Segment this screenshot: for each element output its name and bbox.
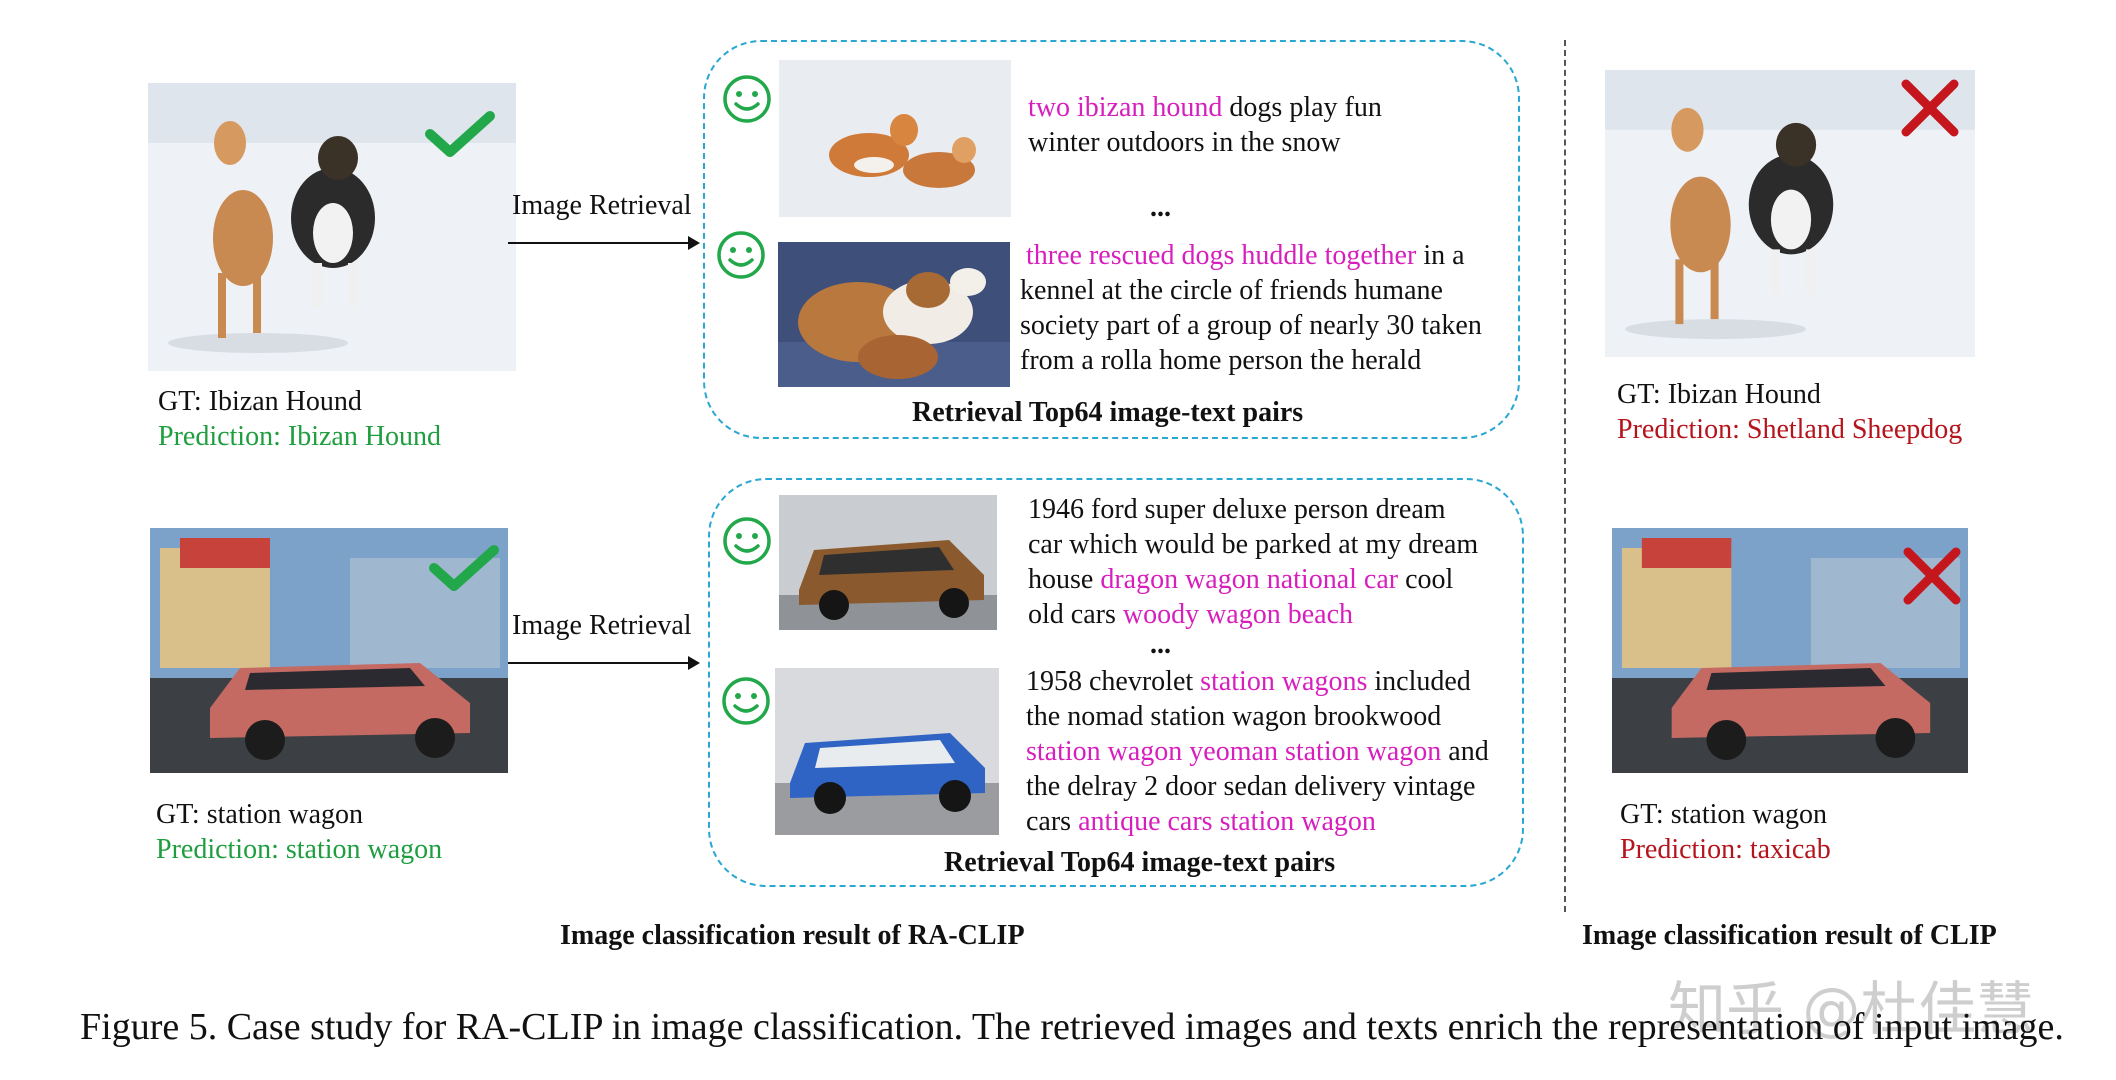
text-highlight: two ibizan hound: [1028, 92, 1223, 123]
car-text-1-line1: 1946 ford super deluxe person dream: [1028, 494, 1446, 525]
retrieved-text-2-line4: from a rolla home person the herald: [1020, 345, 1422, 376]
car-text-2-line1: 1958 chevrolet station wagons included: [1026, 664, 1471, 699]
car-text-2-line3: station wagon yeoman station wagon and: [1026, 734, 1489, 769]
ellipsis: ...: [1150, 192, 1171, 223]
retrieval-box-title-top: Retrieval Top64 image-text pairs: [912, 397, 1304, 428]
retrieved-text-2-line2: kennel at the circle of friends humane: [1020, 275, 1443, 306]
car-text-2-line5: cars antique cars station wagon: [1026, 804, 1376, 839]
text-highlight: station wagon yeoman station wagon: [1026, 736, 1442, 767]
clip-prediction-label-car: Prediction: taxicab: [1620, 834, 1831, 865]
image-retrieval-label-top: Image Retrieval: [512, 190, 692, 221]
car-text-1-line4: old cars woody wagon beach: [1028, 597, 1353, 632]
retrieval-box-top: [703, 40, 1520, 439]
retrieved-image-corgis: [779, 60, 1011, 217]
text-plain: and: [1441, 736, 1489, 767]
prediction-label-car: Prediction: station wagon: [156, 834, 443, 865]
divider-line: [1564, 40, 1566, 912]
retrieval-arrow-top: [508, 236, 700, 250]
cross-icon: [1903, 547, 1961, 605]
checkmark-icon: [429, 545, 499, 591]
clip-result-label: Image classification result of CLIP: [1582, 920, 1997, 951]
text-plain: 1958 chevrolet: [1026, 666, 1201, 697]
input-image-car: [150, 528, 508, 773]
retrieved-text-2: three rescued dogs huddle together in a: [1026, 238, 1465, 273]
figure-caption: Figure 5. Case study for RA-CLIP in imag…: [80, 1006, 2064, 1048]
prediction-label-dogs: Prediction: Ibizan Hound: [158, 421, 442, 452]
clip-input-image-dogs: [1605, 70, 1975, 357]
text-plain: old cars: [1028, 599, 1123, 630]
car-text-1-line3: house dragon wagon national car cool: [1028, 562, 1453, 597]
retrieved-image-puppies: [778, 242, 1010, 387]
ellipsis: ...: [1150, 629, 1171, 660]
text-plain: dogs play fun: [1222, 92, 1382, 123]
input-image-dogs: [148, 83, 516, 371]
text-highlight: three rescued dogs huddle together: [1026, 240, 1417, 271]
text-plain: cool: [1398, 564, 1454, 595]
smiley-icon: [717, 231, 765, 279]
clip-prediction-label-dogs: Prediction: Shetland Sheepdog: [1617, 414, 1963, 445]
text-plain: in a: [1416, 240, 1465, 271]
smiley-icon: [723, 517, 771, 565]
retrieved-text-2-line3: society part of a group of nearly 30 tak…: [1020, 310, 1482, 341]
clip-gt-label-dogs: GT: Ibizan Hound: [1617, 379, 1821, 410]
car-text-1-line2: car which would be parked at my dream: [1028, 529, 1479, 560]
text-plain: cars: [1026, 806, 1079, 837]
retrieval-box-bottom: [708, 478, 1524, 887]
text-plain: included: [1367, 666, 1471, 697]
watermark: 知乎 @杜佳慧: [1668, 975, 2035, 1043]
smiley-icon: [722, 677, 770, 725]
ra-clip-result-label: Image classification result of RA-CLIP: [560, 920, 1025, 951]
checkmark-icon: [425, 111, 495, 157]
image-retrieval-label-bottom: Image Retrieval: [512, 610, 692, 641]
retrieval-box-title-bottom: Retrieval Top64 image-text pairs: [944, 847, 1336, 878]
retrieved-image-blue-wagon: [775, 668, 999, 835]
text-highlight: antique cars station wagon: [1078, 806, 1376, 837]
clip-gt-label-car: GT: station wagon: [1620, 799, 1828, 830]
text-plain: house: [1028, 564, 1101, 595]
clip-input-image-car: [1612, 528, 1968, 773]
car-text-2-line4: the delray 2 door sedan delivery vintage: [1026, 771, 1476, 802]
gt-label-car: GT: station wagon: [156, 799, 364, 830]
retrieved-image-woody-wagon: [779, 495, 997, 630]
gt-label-dogs: GT: Ibizan Hound: [158, 386, 362, 417]
cross-icon: [1901, 79, 1959, 137]
retrieval-arrow-bottom: [508, 656, 700, 670]
car-text-2-line2: the nomad station wagon brookwood: [1026, 701, 1442, 732]
text-highlight: dragon wagon national car: [1100, 564, 1399, 595]
smiley-icon: [723, 75, 771, 123]
retrieved-text-1: two ibizan hound dogs play fun: [1028, 90, 1382, 125]
text-highlight: station wagons: [1200, 666, 1368, 697]
text-highlight: woody wagon beach: [1122, 599, 1354, 630]
retrieved-text-1-line2: winter outdoors in the snow: [1028, 127, 1341, 158]
